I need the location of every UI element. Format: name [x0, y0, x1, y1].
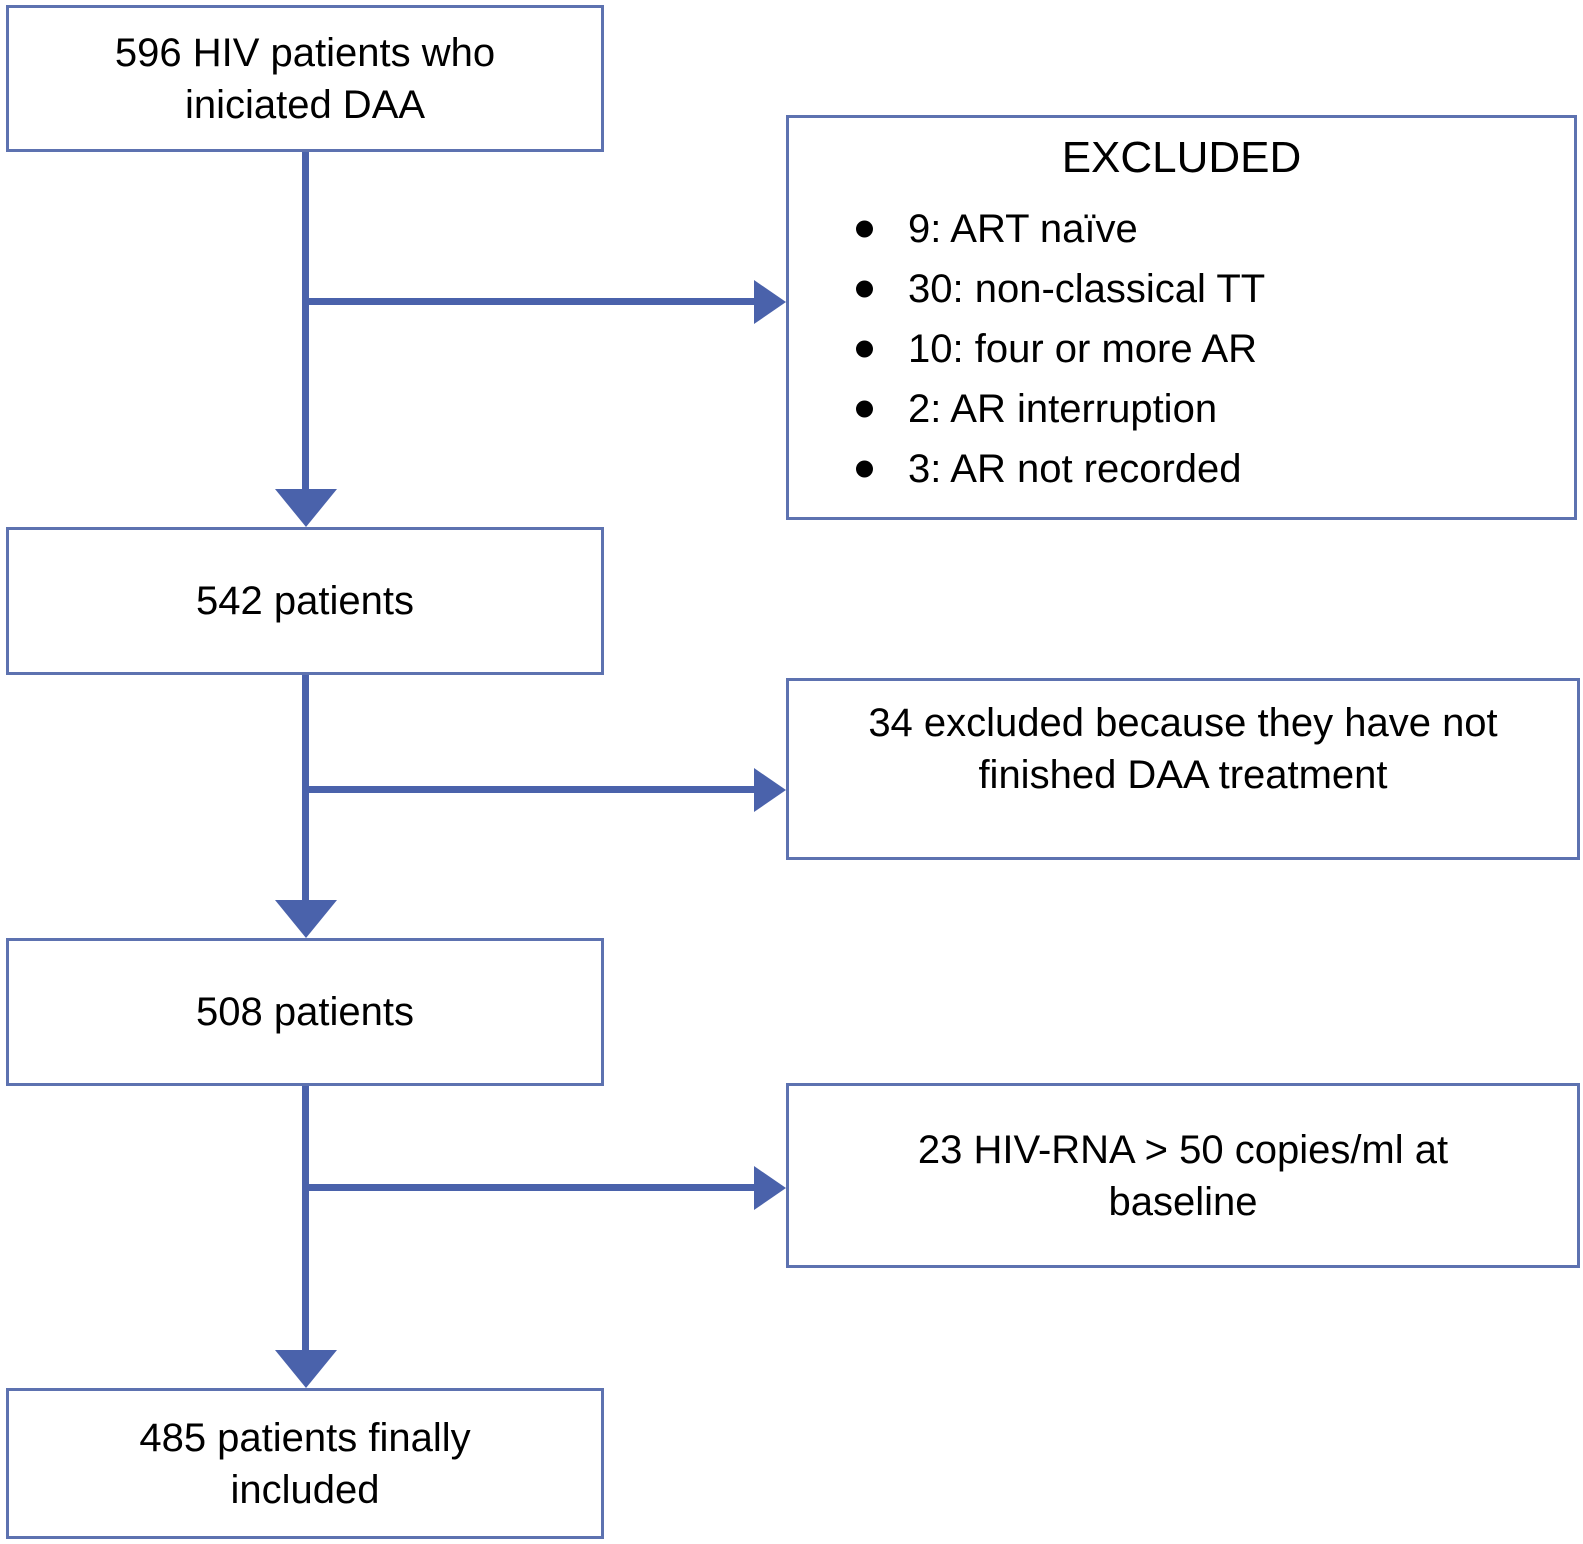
right-arrowhead-icon-2: [754, 768, 786, 812]
down-arrowhead-icon-3: [275, 1350, 337, 1388]
connector-horizontal-3: [305, 1184, 754, 1191]
down-arrowhead-icon-1: [275, 489, 337, 527]
box-initial-line-2: iniciated DAA: [184, 82, 426, 127]
box-initial-line-1: 596 HIV patients who: [114, 30, 496, 75]
box-final-line-2: included: [230, 1467, 380, 1512]
excluded-bullet-list: 9: ART naïve 30: non-classical TT 10: fo…: [864, 199, 1265, 499]
excluded-item-ar-interruption: 2: AR interruption: [864, 379, 1265, 439]
box-hiv-rna-baseline: 23 HIV-RNA > 50 copies/ml at baseline: [786, 1083, 1580, 1268]
box-initial-patients: 596 HIV patients who iniciated DAA: [6, 5, 604, 152]
box-not-finished-line-2: finished DAA treatment: [978, 753, 1388, 797]
excluded-item-four-or-more-ar: 10: four or more AR: [864, 319, 1265, 379]
box-not-finished-line-1: 34 excluded because they have not: [868, 701, 1498, 745]
box-not-finished-daa: 34 excluded because they have not finish…: [786, 678, 1580, 860]
right-arrowhead-icon-3: [754, 1166, 786, 1210]
excluded-title: EXCLUDED: [1061, 133, 1302, 182]
connector-vertical-1: [302, 152, 309, 489]
right-arrowhead-icon-1: [754, 280, 786, 324]
excluded-item-ar-not-recorded: 3: AR not recorded: [864, 439, 1265, 499]
box-542-line-1: 542 patients: [196, 579, 414, 623]
box-508-line-1: 508 patients: [196, 990, 414, 1034]
excluded-item-non-classical-tt: 30: non-classical TT: [864, 259, 1265, 319]
excluded-item-art-naive: 9: ART naïve: [864, 199, 1265, 259]
box-508-patients: 508 patients: [6, 938, 604, 1086]
box-542-patients: 542 patients: [6, 527, 604, 675]
box-excluded-list: EXCLUDED 9: ART naïve 30: non-classical …: [786, 115, 1577, 520]
box-hiv-rna-line-1: 23 HIV-RNA > 50 copies/ml at: [917, 1127, 1449, 1172]
box-hiv-rna-line-2: baseline: [1108, 1179, 1258, 1224]
connector-vertical-3: [302, 1086, 309, 1350]
connector-horizontal-1: [305, 298, 754, 305]
box-final-line-1: 485 patients finally: [139, 1415, 471, 1460]
connector-horizontal-2: [305, 786, 754, 793]
box-final-included: 485 patients finally included: [6, 1388, 604, 1539]
down-arrowhead-icon-2: [275, 900, 337, 938]
